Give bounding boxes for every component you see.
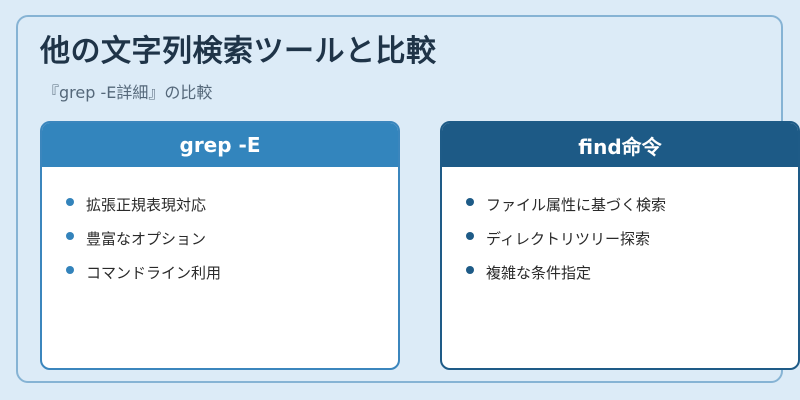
- page-subtitle: 『grep -E詳細』の比較: [43, 83, 213, 102]
- grep-card: grep -E 拡張正規表現対応 豊富なオプション コマンドライン利用: [40, 121, 400, 370]
- find-card: find命令 ファイル属性に基づく検索 ディレクトリツリー探索 複雑な条件指定: [440, 121, 800, 370]
- bullet-icon: [466, 232, 474, 240]
- grep-card-header: grep -E: [42, 123, 398, 167]
- list-item-label: 複雑な条件指定: [486, 263, 592, 282]
- list-item: 豊富なオプション: [66, 221, 398, 255]
- grep-feature-list: 拡張正規表現対応 豊富なオプション コマンドライン利用: [42, 167, 398, 289]
- list-item: 拡張正規表現対応: [66, 187, 398, 221]
- bullet-icon: [66, 198, 74, 206]
- bullet-icon: [466, 198, 474, 206]
- list-item-label: 豊富なオプション: [86, 229, 207, 248]
- bullet-icon: [466, 266, 474, 274]
- page-title: 他の文字列検索ツールと比較: [40, 34, 437, 69]
- list-item-label: ファイル属性に基づく検索: [486, 195, 667, 214]
- list-item: ファイル属性に基づく検索: [466, 187, 798, 221]
- list-item: コマンドライン利用: [66, 255, 398, 289]
- list-item-label: ディレクトリツリー探索: [486, 229, 650, 248]
- bullet-icon: [66, 266, 74, 274]
- find-card-header: find命令: [442, 123, 798, 167]
- list-item-label: コマンドライン利用: [86, 263, 222, 282]
- list-item: 複雑な条件指定: [466, 255, 798, 289]
- list-item-label: 拡張正規表現対応: [86, 195, 207, 214]
- find-feature-list: ファイル属性に基づく検索 ディレクトリツリー探索 複雑な条件指定: [442, 167, 798, 289]
- list-item: ディレクトリツリー探索: [466, 221, 798, 255]
- bullet-icon: [66, 232, 74, 240]
